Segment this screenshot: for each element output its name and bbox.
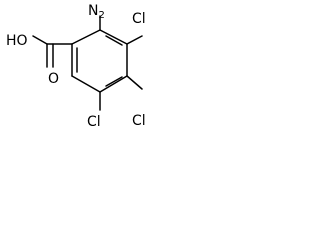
hydroxyl-label: HO [6, 33, 28, 49]
bond-c4-c5 [71, 75, 101, 93]
amine-label: N2 [88, 3, 105, 21]
chemical-structure-diagram: N2 Cl Cl Cl HO O [6, 3, 146, 130]
structure-canvas: N2 Cl Cl Cl HO O [0, 0, 168, 155]
bond-cl-top-right [126, 35, 143, 45]
cl-top-right-label: Cl [132, 11, 146, 27]
oxygen-label: O [48, 71, 59, 87]
double-bond-inner-bottom-right [105, 76, 123, 87]
bond-c1-c2 [99, 29, 128, 45]
bond-c3-c4 [99, 75, 128, 93]
cl-right-label: Cl [132, 113, 146, 129]
bond-c6-c1 [71, 29, 101, 45]
cl-bottom-left-label: Cl [87, 114, 101, 130]
double-bond-inner-top-right [105, 35, 123, 46]
amine-sub: 2 [98, 10, 104, 21]
bond-cl-right [126, 75, 143, 90]
amine-n: N [88, 3, 98, 19]
bond-hydroxyl [32, 35, 48, 45]
